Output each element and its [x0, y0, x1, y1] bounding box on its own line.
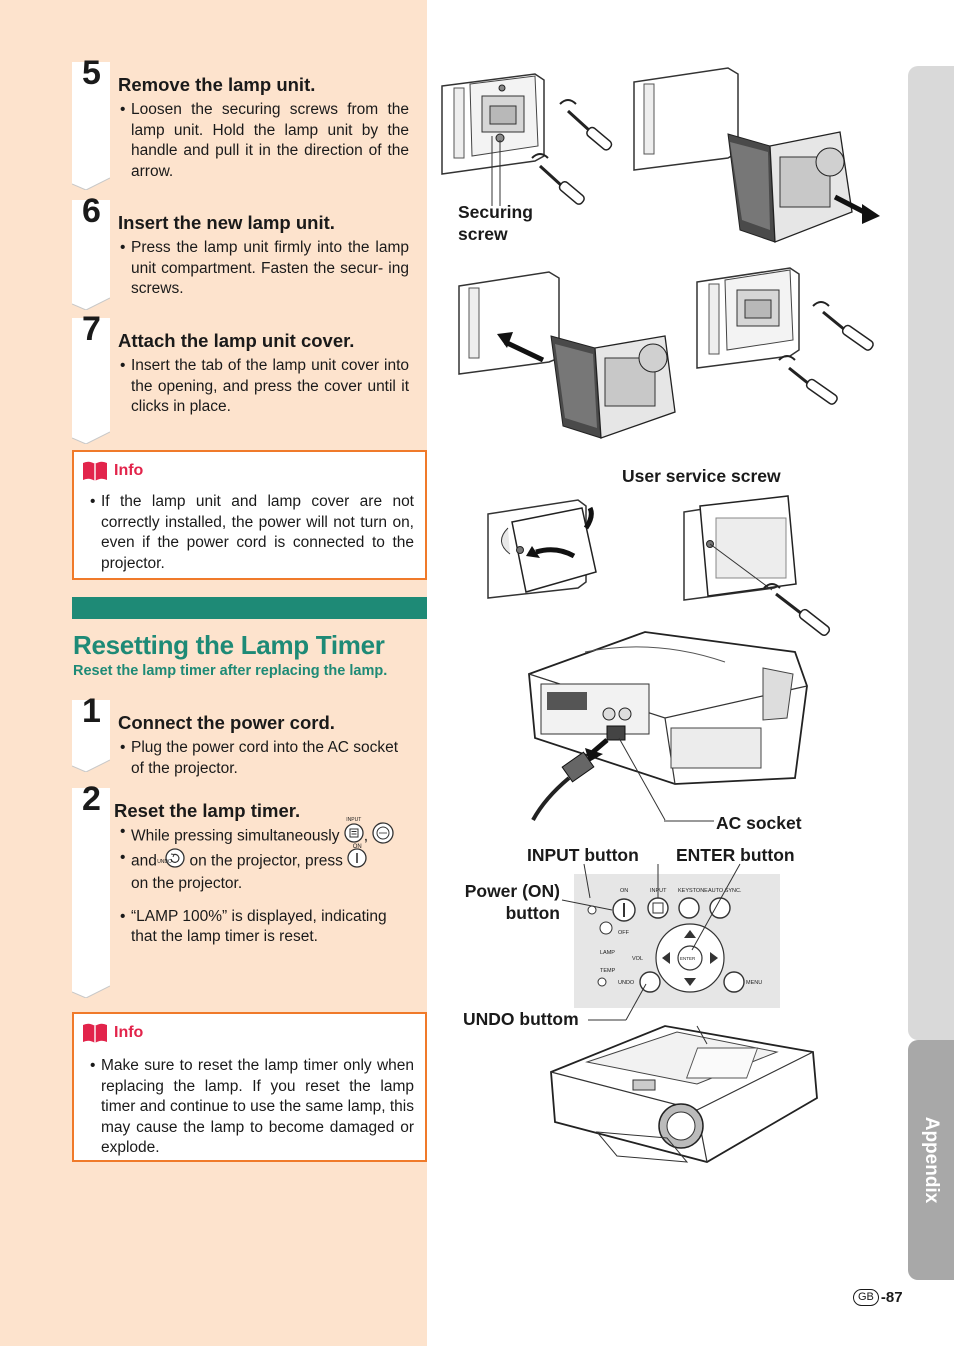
info-text: If the lamp unit and lamp cover are not …: [88, 492, 414, 574]
lamp-unit-insert-illustration: [458, 271, 676, 439]
enter-button-label: ENTER button: [676, 845, 795, 865]
info-label: Info: [114, 1024, 144, 1041]
side-tab-upper: [908, 66, 954, 1040]
step-tab: [72, 318, 110, 444]
user-service-screw-label: User service screw: [622, 466, 781, 486]
undo-button-icon: UNDO: [157, 848, 185, 875]
step-text: on the projector.: [131, 875, 243, 892]
info-label: Info: [114, 462, 144, 479]
step-title: Attach the lamp unit cover.: [118, 330, 355, 351]
panel-label-undo: UNDO: [618, 980, 635, 986]
side-tab-appendix[interactable]: [908, 1040, 954, 1280]
and-text: and: [131, 852, 157, 870]
step-text: “LAMP 100%” is displayed, indicating tha…: [118, 907, 412, 948]
step-tab: [72, 700, 110, 772]
panel-label-enter: ENTER: [680, 956, 696, 961]
info-box: Info Make sure to reset the lamp timer o…: [72, 1012, 427, 1162]
step-number: 1: [82, 692, 101, 730]
panel-label-lamp: LAMP: [600, 950, 615, 956]
panel-label-vol: VOL: [632, 956, 643, 962]
power-on-button-label: Power (ON) button: [464, 881, 560, 923]
panel-label-temp: TEMP: [600, 968, 616, 974]
section-bar: [72, 597, 427, 619]
input-button-label: INPUT button: [527, 845, 639, 865]
step-tab: [72, 200, 110, 310]
panel-label-on: ON: [620, 888, 628, 894]
control-panel-illustration: ON INPUT KEYSTONE AUTO SYNC. OFF LAMP TE…: [574, 874, 780, 1008]
step-7: 7 Attach the lamp unit cover. Insert the…: [72, 310, 412, 444]
on-button-icon: ON: [347, 844, 367, 875]
book-icon: [83, 1023, 107, 1043]
info-box: Info If the lamp unit and lamp cover are…: [72, 450, 427, 580]
lamp-unit-screws-illustration: [441, 73, 613, 206]
step-6: 6 Insert the new lamp unit. Press the la…: [72, 192, 412, 310]
step-number: 2: [82, 780, 101, 818]
securing-screw-label: Securing screw: [458, 202, 533, 244]
panel-leader-lines: [561, 863, 741, 1021]
step-text: Plug the power cord into the AC socket o…: [118, 738, 409, 779]
appendix-label: Appendix: [921, 1116, 942, 1204]
region-badge: GB: [853, 1289, 879, 1306]
step-text: on the projector, press: [189, 852, 343, 870]
step-tab: [72, 62, 110, 190]
step-2: 2 Reset the lamp timer. While pressing s…: [72, 780, 412, 998]
book-icon: [83, 461, 107, 481]
step-text: Press the lamp unit firmly into the lamp…: [118, 238, 409, 300]
panel-label-menu: MENU: [746, 980, 762, 986]
step-1: 1 Connect the power cord. Plug the power…: [72, 692, 412, 777]
panel-label-off: OFF: [618, 930, 630, 936]
panel-label-keystone: KEYSTONE: [678, 888, 708, 894]
step-title: Reset the lamp timer.: [114, 800, 301, 821]
step-text: Insert the tab of the lamp unit cover in…: [118, 356, 409, 418]
enter-button-icon: [372, 822, 395, 851]
step-title: Connect the power cord.: [118, 712, 335, 733]
ac-socket-label: AC socket: [716, 813, 802, 833]
user-service-screw-illustration: [683, 495, 831, 636]
info-text: Make sure to reset the lamp timer only w…: [88, 1056, 414, 1159]
step-text: While pressing simultaneously: [131, 827, 340, 845]
fasten-screws-illustration: [696, 267, 874, 405]
step-text: Loosen the securing screws from the lamp…: [118, 100, 409, 182]
page-number: GB -87: [853, 1289, 903, 1306]
projector-front-illustration: [550, 1025, 818, 1163]
step-tab: [72, 788, 110, 998]
step-number: 5: [82, 54, 101, 92]
input-button-icon: INPUT: [344, 817, 364, 850]
cover-attach-illustration: [487, 499, 597, 599]
section-title: Resetting the Lamp Timer: [73, 630, 385, 660]
ac-socket-leader-line: [664, 820, 714, 822]
step-number: 7: [82, 310, 101, 348]
step-5: 5 Remove the lamp unit. Loosen the secur…: [72, 54, 412, 192]
section-subtitle: Reset the lamp timer after replacing the…: [73, 663, 388, 679]
step-number: 6: [82, 192, 101, 230]
projector-ac-socket-illustration: [528, 631, 808, 821]
step-title: Remove the lamp unit.: [118, 74, 316, 95]
panel-label-input: INPUT: [650, 888, 667, 894]
step-title: Insert the new lamp unit.: [118, 212, 335, 233]
lamp-unit-pull-illustration: [633, 67, 880, 243]
undo-button-label: UNDO buttom: [463, 1009, 579, 1029]
comma: ,: [363, 827, 369, 845]
